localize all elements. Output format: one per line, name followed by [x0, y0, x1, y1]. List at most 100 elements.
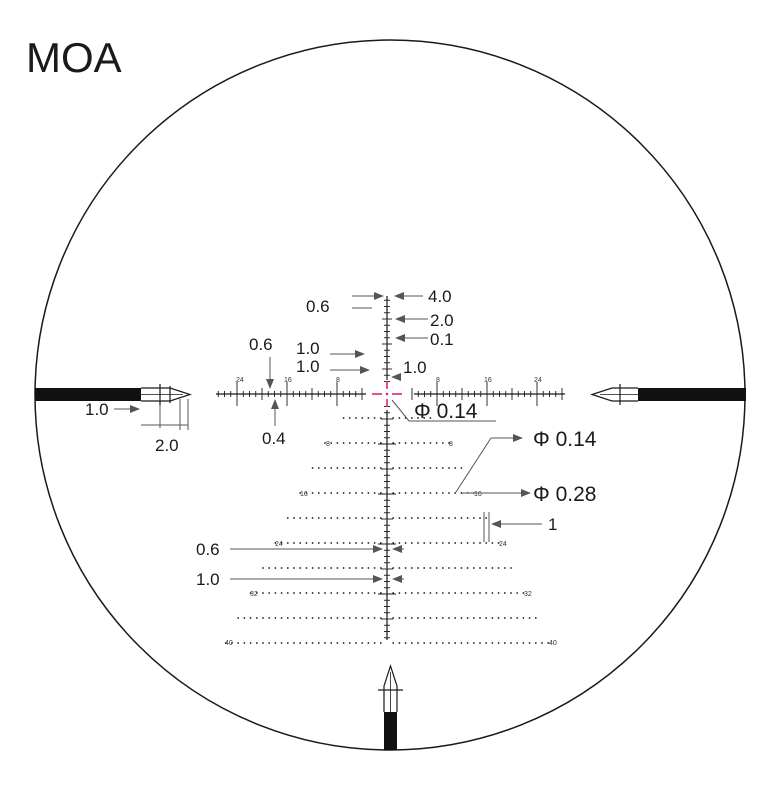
- holdover-dot: [460, 567, 463, 569]
- holdover-dot: [330, 517, 333, 519]
- post-left: [35, 388, 141, 401]
- holdover-dot: [379, 617, 382, 619]
- holdover-dot: [317, 492, 320, 494]
- holdover-dot: [441, 467, 444, 469]
- holdover-dot: [466, 642, 469, 644]
- holdover-dot: [342, 567, 345, 569]
- label-phi-dots: Φ 0.14: [533, 428, 597, 451]
- holdover-dot: [348, 567, 351, 569]
- holdover-dot: [305, 567, 308, 569]
- holdover-dot: [262, 567, 264, 569]
- holdover-dot: [348, 642, 351, 644]
- holdover-dot: [299, 642, 302, 644]
- holdover-dot: [429, 417, 432, 419]
- holdover-dot: [435, 442, 438, 444]
- holdover-dot: [503, 642, 506, 644]
- holdover-dot: [274, 617, 277, 619]
- holdover-dot: [373, 442, 376, 444]
- row-label-24-left: 24: [275, 541, 283, 548]
- holdover-dot: [361, 517, 364, 519]
- post-right: [638, 388, 746, 401]
- holdover-dot: [355, 517, 357, 519]
- holdover-dot: [342, 492, 345, 494]
- holdover-dot: [404, 517, 407, 519]
- holdover-dot: [423, 442, 426, 444]
- holdover-dot: [454, 542, 457, 544]
- holdover-dot: [503, 567, 506, 569]
- holdover-dot: [522, 592, 525, 594]
- holdover-dot: [435, 542, 438, 544]
- holdover-dot: [441, 592, 444, 594]
- holdover-dot: [280, 642, 283, 644]
- holdover-dot: [305, 492, 308, 494]
- holdover-dot: [379, 492, 382, 494]
- holdover-dot: [448, 567, 450, 569]
- holdover-dot: [435, 517, 438, 519]
- holdover-dot: [361, 592, 364, 594]
- holdover-dot: [249, 592, 252, 594]
- holdover-dot: [410, 592, 413, 594]
- holdover-dot: [454, 567, 457, 569]
- holdover-dot: [423, 542, 426, 544]
- holdover-dot: [379, 567, 382, 569]
- holdover-dot: [441, 442, 444, 444]
- holdover-dot: [286, 642, 289, 644]
- holdover-dot: [398, 492, 401, 494]
- holdover-dot: [330, 442, 333, 444]
- holdover-dot: [429, 442, 432, 444]
- holdover-dot: [373, 467, 376, 469]
- holdover-dot: [479, 642, 481, 644]
- holdover-dot: [398, 617, 401, 619]
- holdover-dot: [237, 617, 240, 619]
- holdover-dot: [237, 642, 240, 644]
- horizontal-scale-labels: 24 16 8 8 16 24: [236, 377, 542, 384]
- holdover-dot: [398, 642, 401, 644]
- h-label-right-8: 8: [436, 377, 440, 384]
- holdover-dot: [342, 442, 345, 444]
- holdover-dot: [274, 567, 277, 569]
- holdover-dot: [448, 467, 450, 469]
- row-label-8-left: 8: [326, 441, 330, 448]
- holdover-dot: [547, 642, 550, 644]
- holdover-dot: [348, 592, 351, 594]
- holdover-dot: [361, 492, 364, 494]
- holdover-dot: [355, 542, 357, 544]
- holdover-dot: [460, 642, 463, 644]
- holdover-dot: [268, 642, 271, 644]
- heavy-posts: [35, 388, 746, 750]
- holdover-dot: [435, 617, 438, 619]
- horizontal-stadia: [216, 382, 565, 406]
- holdover-dot: [497, 542, 500, 544]
- holdover-dot: [299, 542, 302, 544]
- holdover-dot: [497, 567, 500, 569]
- holdover-dot: [317, 617, 320, 619]
- holdover-dot: [485, 542, 488, 544]
- holdover-dot: [528, 617, 531, 619]
- holdover-dot: [392, 492, 395, 494]
- holdover-dot: [373, 492, 376, 494]
- holdover-dot: [460, 542, 463, 544]
- holdover-dot: [423, 417, 426, 419]
- holdover-dot: [286, 592, 289, 594]
- holdover-dot: [336, 542, 339, 544]
- label-phi-center: Φ 0.14: [414, 400, 478, 423]
- holdover-dot: [485, 617, 488, 619]
- holdover-dot: [367, 442, 370, 444]
- holdover-dot: [348, 492, 351, 494]
- holdover-dot: [342, 517, 345, 519]
- holdover-dot: [454, 492, 457, 494]
- holdover-dot: [423, 642, 426, 644]
- holdover-dot: [311, 592, 314, 594]
- holdover-dot: [286, 567, 289, 569]
- holdover-dot: [497, 642, 500, 644]
- holdover-dot: [510, 567, 512, 569]
- holdover-dot: [423, 592, 426, 594]
- holdover-dot: [516, 617, 519, 619]
- holdover-dot: [448, 442, 450, 444]
- holdover-dot: [522, 642, 525, 644]
- callout-leaders: [114, 292, 542, 583]
- holdover-dot: [472, 517, 475, 519]
- holdover-dot: [317, 467, 320, 469]
- holdover-dot: [392, 567, 395, 569]
- holdover-dot: [404, 642, 407, 644]
